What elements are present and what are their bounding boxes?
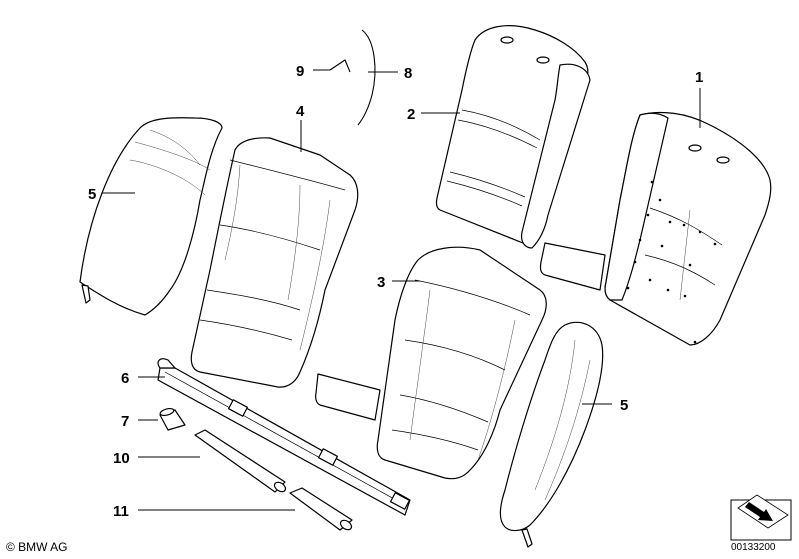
leader-lines: [102, 69, 701, 511]
callout-8: 8: [404, 65, 412, 82]
part-8-spring: [357, 29, 376, 126]
part-11-cover-tube: [289, 487, 353, 531]
callout-5-left: 5: [88, 186, 96, 203]
document-number: 00133200: [731, 542, 776, 553]
frame-fastener-dots: [626, 180, 717, 344]
part-10-cover-tube: [194, 429, 287, 493]
copyright-text: © BMW AG: [6, 540, 68, 554]
part-5-side-bolster-right: [499, 321, 604, 548]
callout-2: 2: [407, 106, 415, 123]
part-1-backrest-frame: [539, 111, 772, 346]
part-5-side-bolster-left: [79, 117, 223, 316]
part-3-backrest-cushion: [315, 246, 547, 480]
callout-4: 4: [296, 103, 305, 120]
part-2-backrest-panel: [435, 25, 591, 249]
arrow-icon: [730, 494, 792, 541]
callout-1: 1: [695, 69, 703, 86]
callout-11: 11: [113, 503, 129, 520]
part-6-trim-tube: [157, 358, 411, 516]
part-9-clip: [329, 59, 351, 73]
callout-9: 9: [296, 63, 304, 80]
part-4-backrest-cover-left: [190, 137, 359, 388]
part-7-sleeve: [159, 407, 186, 431]
callout-5-right: 5: [620, 397, 628, 414]
callout-6: 6: [121, 370, 129, 387]
callout-3: 3: [377, 274, 385, 291]
callout-10: 10: [113, 450, 130, 467]
callout-7: 7: [121, 413, 129, 430]
